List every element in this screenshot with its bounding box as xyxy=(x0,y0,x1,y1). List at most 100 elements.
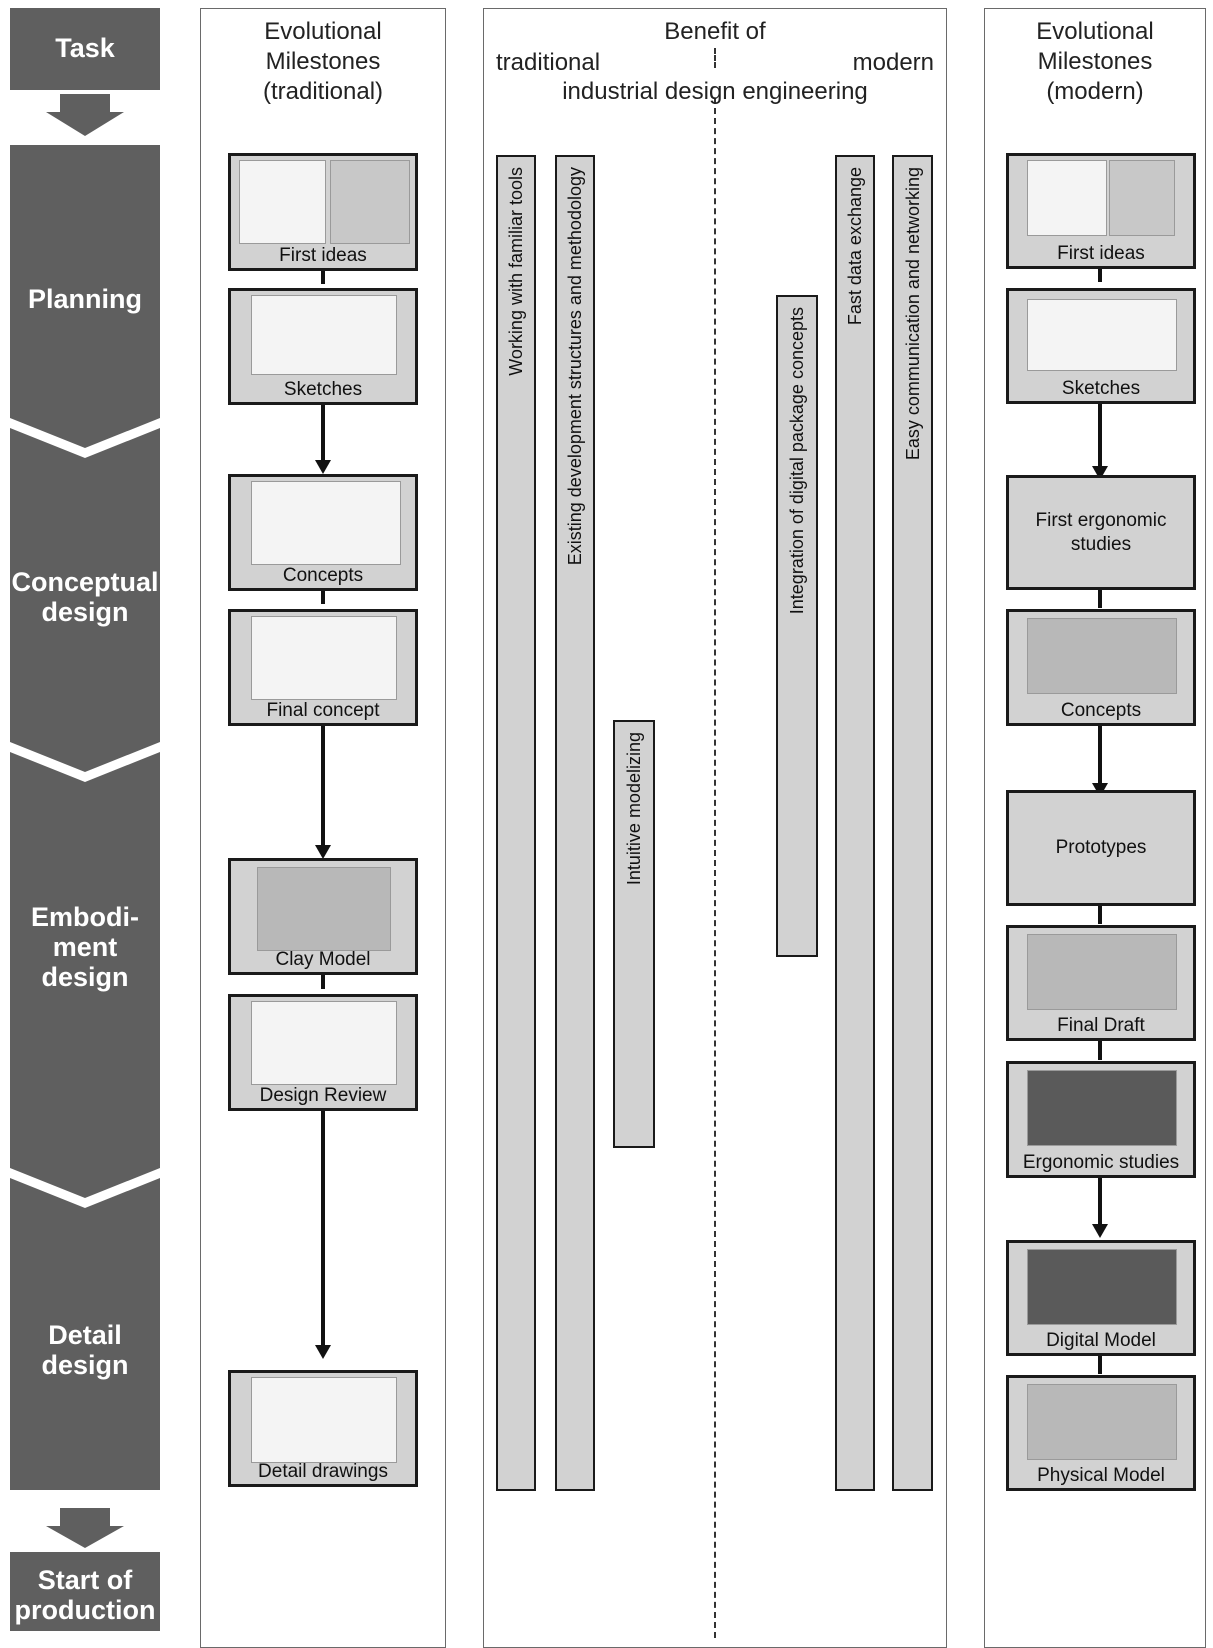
benefit-heading: Benefit of xyxy=(664,18,766,45)
detail-chevron xyxy=(10,1178,160,1490)
modern-milestone-label: First ergonomic studies xyxy=(1035,509,1167,555)
traditional-heading: Evolutional Milestones (traditional) xyxy=(262,18,384,105)
trad-milestone-detail-drawings: Detail drawings xyxy=(228,1370,418,1487)
phase-embodiment-label: Embodi- ment design xyxy=(31,902,139,992)
embodiment-chevron xyxy=(10,752,160,1198)
modern-connector-5 xyxy=(1098,904,1102,924)
trad-milestone-first-ideas: First ideas xyxy=(228,153,418,271)
benefit-bar-existing-structures: Existing development structures and meth… xyxy=(555,155,595,1491)
cad-concept-render xyxy=(1027,618,1177,694)
modern-milestone-label: Physical Model xyxy=(1037,1465,1165,1486)
final-concept-drawing xyxy=(251,616,397,700)
sketch-image xyxy=(251,295,397,375)
benefit-bar-intuitive-modelizing: Intuitive modelizing xyxy=(613,720,655,1148)
modern-milestone-label: Concepts xyxy=(1060,700,1142,721)
modern-milestone-label: Final Draft xyxy=(1057,1015,1145,1036)
trad-milestone-concepts: Concepts xyxy=(228,474,418,591)
design-review-image xyxy=(251,1001,397,1085)
modern-connector-6 xyxy=(1098,1040,1102,1060)
trad-connector-5 xyxy=(321,975,325,989)
detail-down-arrow xyxy=(46,1508,124,1548)
clay-model-photos xyxy=(257,867,391,951)
flipchart-photo xyxy=(239,160,326,244)
modern-connector-3 xyxy=(1098,588,1102,608)
benefit-divider xyxy=(714,98,716,1638)
modern-connector-7 xyxy=(1098,1177,1102,1229)
trad-milestone-label: Sketches xyxy=(283,379,363,400)
modern-heading: Evolutional Milestones (modern) xyxy=(1036,18,1154,105)
trad-milestone-final-concept: Final concept xyxy=(228,609,418,726)
phase-start-label: Start of production xyxy=(14,1565,156,1625)
benefit-bar-label: Fast data exchange xyxy=(845,167,865,326)
modern-milestone-final-draft: Final Draft xyxy=(1006,925,1196,1041)
benefit-bar-label: Existing development structures and meth… xyxy=(565,167,585,566)
trad-arrowhead-2 xyxy=(315,460,331,474)
benefit-bar-digital-package: Integration of digital package concepts xyxy=(776,295,818,957)
planning-chevron xyxy=(10,145,160,448)
trad-connector-4 xyxy=(321,725,325,847)
paper-sketch-photo xyxy=(1109,160,1175,236)
trad-milestone-label: Clay Model xyxy=(275,949,371,970)
trad-milestone-label: Detail drawings xyxy=(258,1461,388,1482)
trad-milestone-sketches: Sketches xyxy=(228,288,418,405)
trad-arrowhead-6 xyxy=(315,1345,331,1359)
modern-milestone-label: Prototypes xyxy=(1055,837,1147,858)
modern-milestone-digital-model: Digital Model xyxy=(1006,1240,1196,1356)
phase-column xyxy=(10,8,160,1631)
modern-milestone-first-ideas: First ideas xyxy=(1006,153,1196,269)
modern-milestone-ergonomic-studies-first: First ergonomic studies xyxy=(1006,475,1196,590)
modern-milestone-physical-model: Physical Model xyxy=(1006,1375,1196,1491)
benefit-bar-fast-data-exchange: Fast data exchange xyxy=(835,155,875,1491)
benefit-bar-label: Intuitive modelizing xyxy=(624,732,644,886)
phase-planning-label: Planning xyxy=(28,284,142,314)
modern-connector-1 xyxy=(1098,268,1102,282)
modern-connector-8 xyxy=(1098,1354,1102,1374)
modern-connector-4 xyxy=(1098,725,1102,789)
ergonomic-simulation-image xyxy=(1027,1070,1177,1146)
oven-render-image xyxy=(1027,934,1177,1010)
concept-drawing-image xyxy=(251,481,401,565)
task-down-arrow xyxy=(46,94,124,136)
phase-task-label: Task xyxy=(55,33,115,63)
trad-milestone-clay-model: Clay Model xyxy=(228,858,418,975)
task-box xyxy=(10,8,160,90)
modern-milestone-sketches: Sketches xyxy=(1006,288,1196,404)
digital-form-screenshot xyxy=(1027,160,1107,236)
benefit-bar-familiar-tools: Working with familiar tools xyxy=(496,155,536,1491)
modern-milestone-label: Ergonomic studies xyxy=(1022,1152,1180,1173)
modern-milestone-label: First ideas xyxy=(1057,243,1145,264)
trad-arrowhead-4 xyxy=(315,845,331,859)
benefit-bar-easy-communication: Easy communication and networking xyxy=(892,155,933,1491)
modern-milestone-label: Sketches xyxy=(1061,378,1141,399)
benefit-bar-label: Easy communication and networking xyxy=(902,167,923,461)
digital-sketch-image xyxy=(1027,299,1177,371)
phase-conceptual-label: Conceptual design xyxy=(11,567,159,627)
trad-milestone-label: Concepts xyxy=(282,565,364,586)
digital-oven-render xyxy=(1027,1249,1177,1325)
trad-connector-2 xyxy=(321,404,325,468)
trad-connector-6 xyxy=(321,1110,325,1346)
benefit-subheading: industrial design engineering xyxy=(562,78,868,105)
modern-milestone-ergonomic-studies: Ergonomic studies xyxy=(1006,1061,1196,1178)
benefit-bar-label: Working with familiar tools xyxy=(506,167,526,376)
conceptual-chevron xyxy=(10,428,160,772)
modern-milestone-concepts: Concepts xyxy=(1006,609,1196,726)
trad-milestone-label: First ideas xyxy=(279,245,367,266)
trad-connector-1 xyxy=(321,270,325,284)
trad-connector-3 xyxy=(321,590,325,604)
benefit-modern-label: modern xyxy=(852,49,934,76)
benefit-divider-top xyxy=(714,48,716,68)
modern-arrowhead-7 xyxy=(1092,1224,1108,1238)
trad-milestone-design-review: Design Review xyxy=(228,994,418,1111)
physical-model-photo xyxy=(1027,1384,1177,1460)
paper-sketch-photo xyxy=(330,160,410,244)
trad-milestone-label: Final concept xyxy=(266,700,380,721)
modern-milestone-label: Digital Model xyxy=(1046,1330,1156,1351)
modern-connector-2 xyxy=(1098,402,1102,470)
modern-milestone-prototypes: Prototypes xyxy=(1006,790,1196,906)
detail-drawing-image xyxy=(251,1377,397,1463)
trad-milestone-label: Design Review xyxy=(259,1085,387,1106)
benefit-bar-label: Integration of digital package concepts xyxy=(787,307,807,615)
benefit-traditional-label: traditional xyxy=(496,49,601,76)
phase-detail-label: Detail design xyxy=(41,1320,129,1380)
